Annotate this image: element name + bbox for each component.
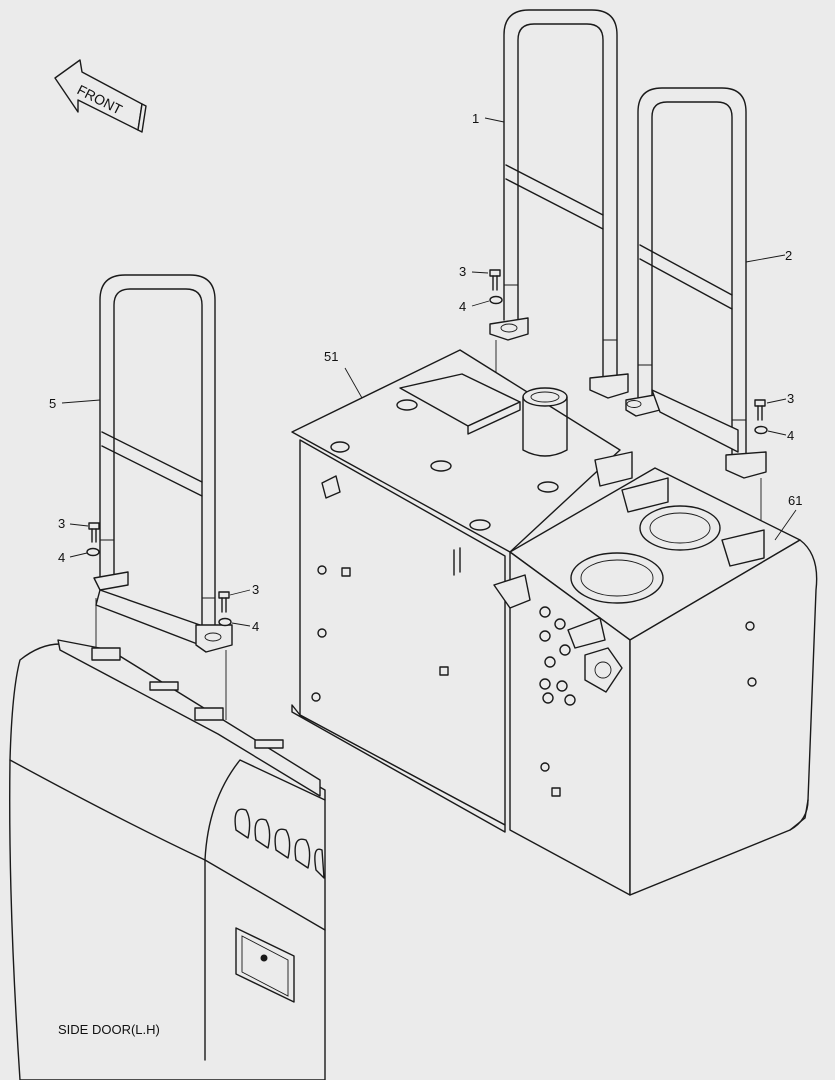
side-door-label: SIDE DOOR(L.H) [58, 1022, 160, 1037]
door-handle-icon [235, 927, 295, 1003]
callout-3-top: 3 [459, 264, 466, 279]
callout-1: 1 [472, 111, 479, 126]
washer-b-icon [754, 425, 768, 435]
vent-slots [234, 808, 325, 879]
leader-lines [61, 117, 797, 627]
callout-4-top: 4 [459, 299, 466, 314]
side-door [9, 639, 326, 1080]
callout-4-right: 4 [787, 428, 794, 443]
handrail-top-right [625, 87, 767, 479]
callout-3-right: 3 [787, 391, 794, 406]
bolt-b-icon [754, 399, 766, 421]
callout-3-lower: 3 [252, 582, 259, 597]
washer-c-icon [86, 547, 100, 557]
callout-51: 51 [324, 349, 338, 364]
callout-3-left: 3 [58, 516, 65, 531]
fuel-tank [493, 451, 818, 896]
bolt-c-icon [88, 522, 100, 543]
bolt-a-icon [489, 269, 501, 291]
handrail-top-left [489, 9, 629, 399]
washer-d-icon [218, 617, 232, 627]
callout-61: 61 [788, 493, 802, 508]
washer-a-icon [489, 295, 503, 305]
front-arrow-icon: FRONT [54, 59, 147, 133]
callout-4-left: 4 [58, 550, 65, 565]
callout-2: 2 [785, 248, 792, 263]
bolt-d-icon [218, 591, 230, 613]
hydraulic-tank [291, 349, 621, 833]
handrail-left [93, 274, 233, 653]
callout-4-lower: 4 [252, 619, 259, 634]
callout-5: 5 [49, 396, 56, 411]
